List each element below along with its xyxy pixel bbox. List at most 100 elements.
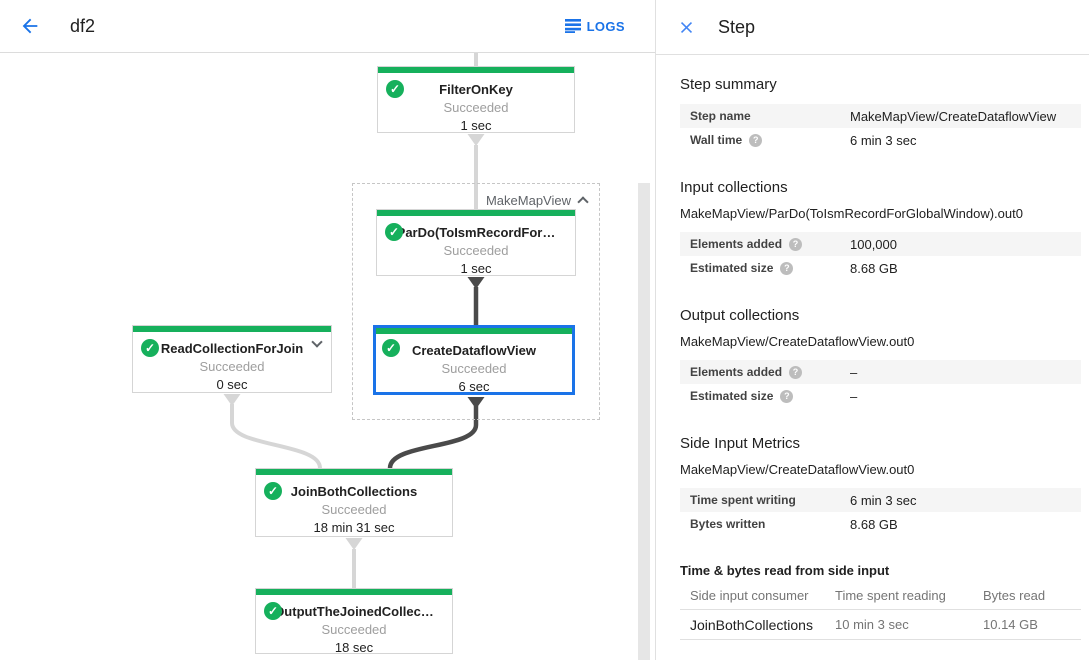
help-icon[interactable]: ? [780,389,794,403]
row-label: Elements added [690,365,783,379]
succeeded-check-icon: ✓ [382,339,400,357]
step-panel-header: Step [656,0,1089,55]
help-icon[interactable]: ? [789,237,803,251]
row-label: Elements added [690,237,783,251]
section-heading: Output collections [680,307,800,324]
row-label: Estimated size [690,389,774,403]
node-status: Succeeded [443,243,509,258]
row-bytes-written: Bytes written 8.68 GB [680,512,1081,536]
help-icon[interactable]: ? [789,365,803,379]
node-readcollectionforjoin[interactable]: ✓ ReadCollectionForJoin Succeeded 0 sec [132,325,332,393]
node-createdataflowview-selected[interactable]: ✓ CreateDataflowView Succeeded 6 sec [373,325,575,395]
row-value: 6 min 3 sec [850,132,917,148]
node-status-bar [376,328,572,334]
node-time: 18 sec [334,640,374,655]
section-output-collections: Output collections MakeMapView/CreateDat… [680,307,1081,408]
node-joinbothcollections[interactable]: ✓ JoinBothCollections Succeeded 18 min 3… [255,468,453,537]
logs-button[interactable]: LOGS [564,18,625,34]
row-value: 8.68 GB [850,260,898,276]
logs-button-label: LOGS [586,18,625,34]
arrow-back-icon [22,18,38,34]
job-toolbar: df2 LOGS [0,0,655,53]
row-estimated-size: Estimated size ? 8.68 GB [680,256,1081,280]
node-status: Succeeded [321,502,387,517]
node-title: FilterOnKey [439,82,513,97]
help-icon[interactable]: ? [749,133,763,147]
row-value: – [850,388,858,404]
close-panel-button[interactable] [674,15,698,39]
section-heading: Side Input Metrics [680,435,801,452]
node-status-bar [256,589,452,595]
row-label: Wall time [690,133,743,147]
section-heading: Step summary [680,76,777,93]
node-outputthejoinedcollection[interactable]: ✓ OutputTheJoinedCollec… Succeeded 18 se… [255,588,453,655]
row-value: MakeMapView/CreateDataflowView [850,108,1057,124]
output-collection-name: MakeMapView/CreateDataflowView.out0 [680,334,915,349]
back-button[interactable] [16,12,44,40]
col-side-input-consumer: Side input consumer [690,588,809,603]
graph-vertical-scrollbar[interactable] [638,183,650,660]
row-value: 6 min 3 sec [850,492,917,508]
node-title: ParDo(ToIsmRecordFor… [396,225,556,240]
table-row: JoinBothCollections 10 min 3 sec 10.14 G… [680,610,1081,640]
row-label: Time spent writing [690,493,796,507]
section-side-input-table: Time & bytes read from side input Side i… [680,563,1081,640]
node-status-bar [133,326,331,332]
row-step-name: Step name MakeMapView/CreateDataflowView [680,104,1081,128]
side-input-collection-name: MakeMapView/CreateDataflowView.out0 [680,462,915,477]
node-status-bar [377,210,575,216]
node-title: ReadCollectionForJoin [160,341,304,356]
cell-consumer: JoinBothCollections [690,616,813,633]
job-graph-pane: df2 LOGS [0,0,656,660]
succeeded-check-icon: ✓ [385,223,403,241]
step-panel-content: Step summary Step name MakeMapView/Creat… [656,55,1089,640]
section-step-summary: Step summary Step name MakeMapView/Creat… [680,76,1081,152]
input-collection-name: MakeMapView/ParDo(ToIsmRecordForGlobalWi… [680,206,1023,221]
col-time-spent-reading: Time spent reading [835,588,946,603]
succeeded-check-icon: ✓ [264,602,282,620]
side-input-table: Side input consumer Time spent reading B… [680,582,1081,640]
node-time: 18 min 31 sec [313,520,395,535]
node-time: 6 sec [458,379,490,394]
row-elements-added: Elements added ? – [680,360,1081,384]
graph-edges [223,53,485,588]
collapse-group-icon[interactable] [577,196,589,208]
node-title: OutputTheJoinedCollec… [274,604,434,619]
section-side-input-metrics: Side Input Metrics MakeMapView/CreateDat… [680,435,1081,536]
section-heading: Input collections [680,179,788,196]
row-label: Bytes written [690,517,766,531]
node-title: CreateDataflowView [411,343,537,358]
row-value: 8.68 GB [850,516,898,532]
col-bytes-read: Bytes read [983,588,1046,603]
row-elements-added: Elements added ? 100,000 [680,232,1081,256]
row-time-spent-writing: Time spent writing 6 min 3 sec [680,488,1081,512]
panel-title: Step [718,16,756,37]
node-status-bar [378,67,574,73]
close-icon [680,21,692,33]
node-time: 0 sec [216,377,248,392]
node-status: Succeeded [321,622,387,637]
node-status-bar [256,469,452,475]
node-pardo-toismrecord[interactable]: ✓ ParDo(ToIsmRecordFor… Succeeded 1 sec [376,209,576,276]
group-makemapview-label[interactable]: MakeMapView [485,193,571,208]
node-title: JoinBothCollections [290,484,418,499]
node-status: Succeeded [199,359,265,374]
job-title: df2 [70,15,96,36]
section-input-collections: Input collections MakeMapView/ParDo(ToIs… [680,179,1081,280]
row-wall-time: Wall time ? 6 min 3 sec [680,128,1081,152]
succeeded-check-icon: ✓ [264,482,282,500]
help-icon[interactable]: ? [780,261,794,275]
step-details-panel: Step Step summary Step name MakeMapView/… [656,0,1089,660]
node-filteronkey[interactable]: ✓ FilterOnKey Succeeded 1 sec [377,66,575,133]
node-time: 1 sec [460,261,492,276]
cell-bytes-read: 10.14 GB [983,617,1038,632]
cell-time-reading: 10 min 3 sec [835,617,909,632]
table-heading: Time & bytes read from side input [680,563,890,578]
graph-canvas[interactable]: MakeMapView ✓ FilterOnKey Succeeded 1 se… [0,53,656,660]
node-time: 1 sec [460,118,492,133]
row-estimated-size: Estimated size ? – [680,384,1081,408]
group-makemapview: MakeMapView [352,183,600,420]
row-label: Step name [690,109,751,123]
logs-list-icon [564,19,581,33]
